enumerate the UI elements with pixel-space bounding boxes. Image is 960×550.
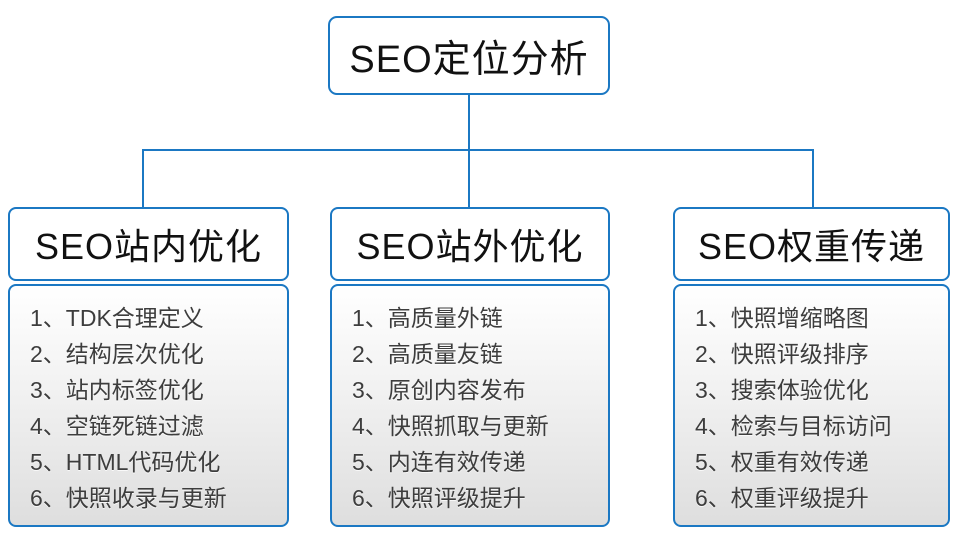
root-node-seo-positioning: SEO定位分析 — [328, 16, 610, 95]
list-item: 1、TDK合理定义 — [30, 305, 204, 331]
list-item: 4、检索与目标访问 — [695, 413, 892, 439]
column-header-onsite: SEO站内优化 — [8, 207, 289, 281]
connector-horizontal — [142, 149, 814, 151]
list-item: 2、高质量友链 — [352, 341, 503, 367]
list-item: 2、结构层次优化 — [30, 341, 204, 367]
list-item: 6、快照收录与更新 — [30, 485, 227, 511]
column-header-weight: SEO权重传递 — [673, 207, 950, 281]
list-item: 3、原创内容发布 — [352, 377, 526, 403]
list-item: 4、空链死链过滤 — [30, 413, 204, 439]
list-item: 1、快照增缩略图 — [695, 305, 869, 331]
list-item: 5、内连有效传递 — [352, 449, 526, 475]
list-item: 5、HTML代码优化 — [30, 449, 221, 475]
connector-left-vertical — [142, 149, 144, 207]
column-onsite-optimization: SEO站内优化 1、TDK合理定义 2、结构层次优化 3、站内标签优化 4、空链… — [8, 207, 289, 527]
list-item: 6、权重评级提升 — [695, 485, 869, 511]
column-title: SEO站内优化 — [34, 226, 263, 267]
column-offsite-optimization: SEO站外优化 1、高质量外链 2、高质量友链 3、原创内容发布 4、快照抓取与… — [330, 207, 610, 527]
column-list-onsite: 1、TDK合理定义 2、结构层次优化 3、站内标签优化 4、空链死链过滤 5、H… — [8, 284, 289, 527]
column-title: SEO权重传递 — [697, 226, 926, 267]
column-header-offsite: SEO站外优化 — [330, 207, 610, 281]
column-weight-transfer: SEO权重传递 1、快照增缩略图 2、快照评级排序 3、搜索体验优化 4、检索与… — [673, 207, 950, 527]
column-list-weight: 1、快照增缩略图 2、快照评级排序 3、搜索体验优化 4、检索与目标访问 5、权… — [673, 284, 950, 527]
list-item: 5、权重有效传递 — [695, 449, 869, 475]
list-item: 1、高质量外链 — [352, 305, 503, 331]
list-item: 6、快照评级提升 — [352, 485, 526, 511]
connector-root-vertical — [468, 95, 470, 150]
connector-right-vertical — [812, 149, 814, 207]
column-title: SEO站外优化 — [356, 226, 584, 267]
list-item: 3、搜索体验优化 — [695, 377, 869, 403]
root-node-label: SEO定位分析 — [349, 39, 589, 81]
list-item: 2、快照评级排序 — [695, 341, 869, 367]
connector-middle-vertical — [468, 149, 470, 207]
column-list-offsite: 1、高质量外链 2、高质量友链 3、原创内容发布 4、快照抓取与更新 5、内连有… — [330, 284, 610, 527]
list-item: 4、快照抓取与更新 — [352, 413, 549, 439]
list-item: 3、站内标签优化 — [30, 377, 204, 403]
